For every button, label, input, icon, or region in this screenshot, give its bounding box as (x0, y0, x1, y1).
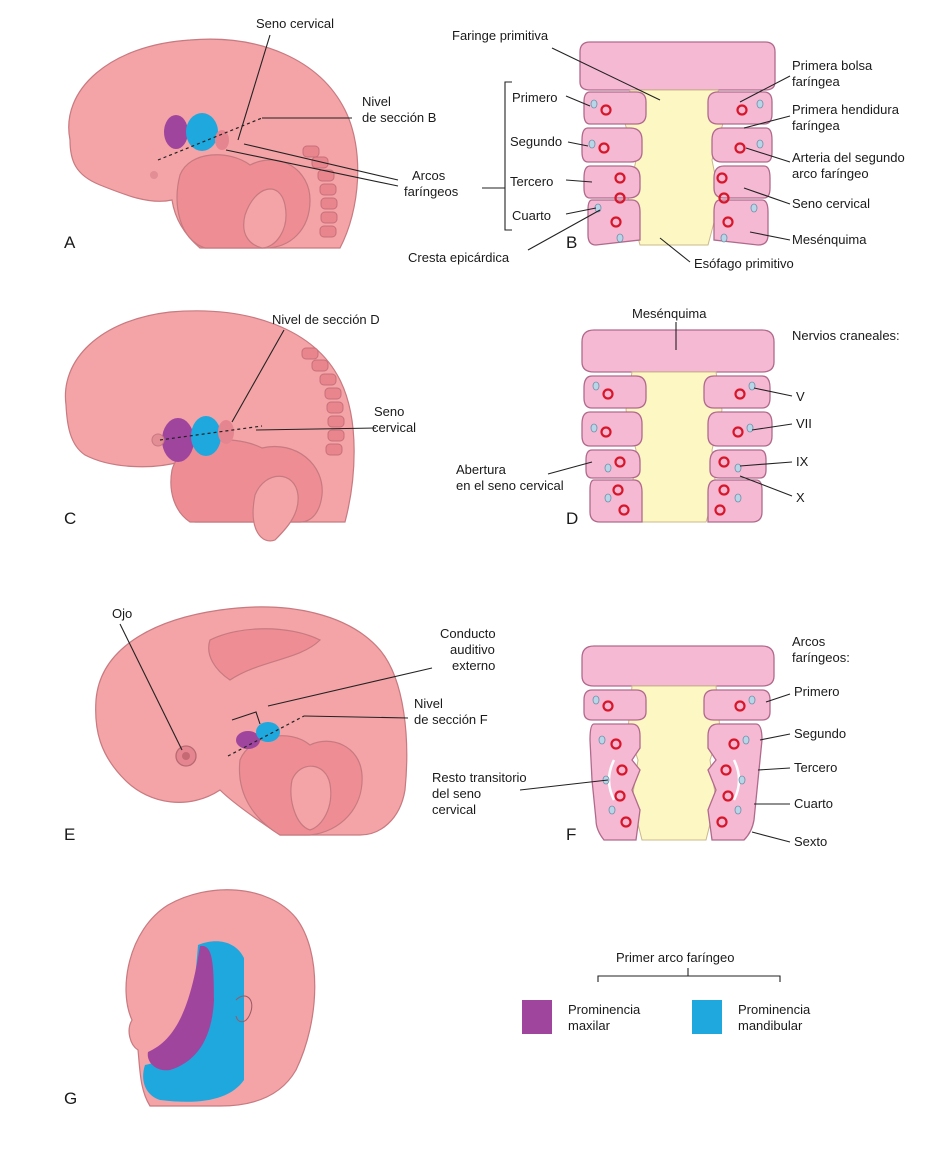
label-nivel-a-1: Nivel (362, 94, 391, 109)
label-conducto-2: auditivo (450, 642, 495, 657)
panel-letter-d: D (566, 509, 578, 528)
legend-mandibular-2: mandibular (738, 1018, 803, 1033)
label-nervio-ix: IX (796, 454, 809, 469)
mandibular-prominence-c (191, 416, 221, 456)
legend-maxilar-2: maxilar (568, 1018, 611, 1033)
label-cuarto-b: Cuarto (512, 208, 551, 223)
panel-letter-e: E (64, 825, 75, 844)
panel-d: Mesénquima Nervios craneales: V VII IX X… (456, 306, 900, 528)
label-primero-b: Primero (512, 90, 558, 105)
label-arcos-f-2: faríngeos: (792, 650, 850, 665)
label-nivel-a-2: de sección B (362, 110, 436, 125)
panel-letter-c: C (64, 509, 76, 528)
label-abertura-2: en el seno cervical (456, 478, 564, 493)
panel-letter-a: A (64, 233, 76, 252)
label-tercero-b: Tercero (510, 174, 553, 189)
label-ojo: Ojo (112, 606, 132, 621)
panel-letter-b: B (566, 233, 577, 252)
label-arteria-1: Arteria del segundo (792, 150, 905, 165)
panel-a: Seno cervical Nivel de sección B Arcos f… (64, 16, 459, 252)
label-mesenquima-d: Mesénquima (632, 306, 707, 321)
label-primera-bolsa-1: Primera bolsa (792, 58, 873, 73)
label-segundo-b: Segundo (510, 134, 562, 149)
panel-letter-g: G (64, 1089, 77, 1108)
left-arches-f (584, 690, 646, 840)
label-sexto-f: Sexto (794, 834, 827, 849)
legend: Primer arco faríngeo Prominencia maxilar… (522, 950, 811, 1034)
section-f-top (582, 646, 774, 686)
label-faringe-primitiva: Faringe primitiva (452, 28, 549, 43)
label-resto-1: Resto transitorio (432, 770, 527, 785)
label-nervio-vii: VII (796, 416, 812, 431)
label-arteria-2: arco faríngeo (792, 166, 869, 181)
label-nivel-e-2: de sección F (414, 712, 488, 727)
maxillary-prominence-c (162, 418, 194, 462)
label-conducto-1: Conducto (440, 626, 496, 641)
label-nivel-d: Nivel de sección D (272, 312, 380, 327)
label-abertura-1: Abertura (456, 462, 507, 477)
section-d-top (582, 330, 774, 372)
label-primera-hendidura-2: faríngea (792, 118, 840, 133)
label-tercero-f: Tercero (794, 760, 837, 775)
label-seno-c-2: cervical (372, 420, 416, 435)
label-nervio-v: V (796, 389, 805, 404)
left-arches-b (582, 92, 646, 245)
legend-maxilar-1: Prominencia (568, 1002, 641, 1017)
label-primera-hendidura-1: Primera hendidura (792, 102, 900, 117)
section-b-top (580, 42, 775, 90)
label-nivel-e-1: Nivel (414, 696, 443, 711)
label-conducto-3: externo (452, 658, 495, 673)
label-arcos-a-1: Arcos (412, 168, 446, 183)
legend-title: Primer arco faríngeo (616, 950, 735, 965)
label-primero-f: Primero (794, 684, 840, 699)
label-arcos-f-1: Arcos (792, 634, 826, 649)
embryo-a-heart (177, 155, 310, 248)
label-segundo-f: Segundo (794, 726, 846, 741)
label-mesenquima-b: Mesénquima (792, 232, 867, 247)
label-cresta-epicardica: Cresta epicárdica (408, 250, 510, 265)
label-seno-c-1: Seno (374, 404, 404, 419)
panel-b: Faringe primitiva Primero Segundo Tercer… (408, 28, 905, 271)
label-nervios-craneales: Nervios craneales: (792, 328, 900, 343)
mandibular-prominence-a (186, 113, 218, 151)
label-resto-2: del seno (432, 786, 481, 801)
mandibular-prominence-e (256, 722, 280, 742)
legend-mandibular-1: Prominencia (738, 1002, 811, 1017)
embryo-c-heart (171, 440, 322, 522)
label-nervio-x: X (796, 490, 805, 505)
label-seno-cervical-b: Seno cervical (792, 196, 870, 211)
panel-g: G (64, 890, 315, 1108)
label-seno-cervical-a: Seno cervical (256, 16, 334, 31)
label-arcos-a-2: faríngeos (404, 184, 459, 199)
label-primera-bolsa-2: faríngea (792, 74, 840, 89)
label-esofago-primitivo: Esófago primitivo (694, 256, 794, 271)
maxillary-prominence-a (164, 115, 188, 149)
legend-swatch-maxilar (522, 1000, 552, 1034)
panel-e: Ojo Conducto auditivo externo Nivel de s… (64, 606, 496, 844)
label-resto-3: cervical (432, 802, 476, 817)
panel-c: Nivel de sección D Seno cervical C (64, 311, 416, 541)
label-cuarto-f: Cuarto (794, 796, 833, 811)
panel-letter-f: F (566, 825, 576, 844)
legend-swatch-mandibular (692, 1000, 722, 1034)
